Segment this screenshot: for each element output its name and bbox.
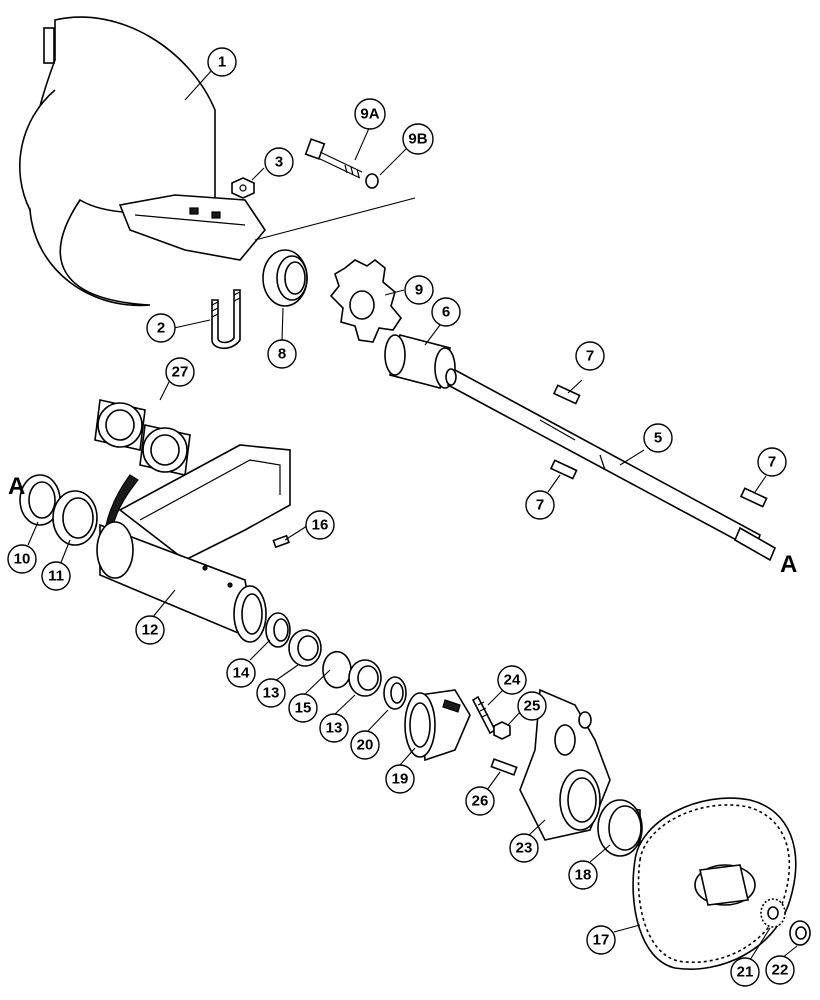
small-sprocket [760, 898, 786, 928]
roll-pin [490, 758, 518, 776]
svg-text:2: 2 [157, 320, 165, 337]
svg-text:16: 16 [312, 517, 329, 534]
callout-10: 10 [7, 544, 37, 574]
bearing-cup [52, 490, 98, 546]
key-lower [549, 459, 578, 480]
bearing-race-left [288, 629, 322, 667]
callout-7-top: 7 [575, 341, 605, 371]
svg-text:23: 23 [516, 840, 533, 857]
callout-22: 22 [765, 955, 795, 985]
seal [19, 474, 61, 526]
set-screw [471, 695, 497, 735]
shaft [445, 368, 777, 562]
callout-14: 14 [226, 658, 256, 688]
bearing-housing [404, 689, 471, 762]
reference-marker-left: A [8, 473, 25, 500]
callout-21: 21 [730, 957, 760, 987]
needle-bearings [94, 399, 191, 476]
svg-text:21: 21 [737, 964, 754, 981]
svg-text:11: 11 [48, 568, 64, 585]
svg-text:7: 7 [768, 454, 776, 471]
callout-25: 25 [517, 691, 547, 721]
callout-9: 9 [404, 275, 434, 305]
svg-text:27: 27 [172, 364, 189, 381]
svg-text:13: 13 [263, 685, 280, 702]
callout-27: 27 [165, 357, 195, 387]
svg-text:6: 6 [442, 304, 450, 321]
callout-2: 2 [146, 313, 176, 343]
drive-sprocket [632, 797, 797, 970]
svg-text:18: 18 [575, 867, 592, 884]
cone-bearing-right [383, 676, 407, 710]
callout-26: 26 [465, 786, 495, 816]
cone-bearing-left [265, 612, 291, 648]
hex-nut [231, 177, 255, 199]
bolt [304, 138, 363, 179]
callout-13-left: 13 [256, 678, 286, 708]
lock-nut [789, 920, 811, 946]
hub [519, 688, 611, 841]
svg-text:14: 14 [233, 665, 250, 682]
callout-19: 19 [385, 764, 415, 794]
callout-18: 18 [568, 860, 598, 890]
svg-text:8: 8 [278, 346, 286, 363]
svg-text:13: 13 [326, 720, 343, 737]
callout-16: 16 [305, 510, 335, 540]
key-upper [552, 384, 581, 405]
svg-text:24: 24 [504, 672, 521, 689]
callout-5: 5 [643, 423, 673, 453]
callout-12: 12 [135, 615, 165, 645]
grease-fitting [272, 534, 290, 549]
callout-15: 15 [288, 693, 318, 723]
reference-marker-right: A [780, 551, 797, 578]
callout-11: 11 [41, 561, 71, 591]
callout-7-right: 7 [757, 447, 787, 477]
svg-text:9B: 9B [408, 131, 427, 148]
bearing [262, 249, 308, 307]
svg-text:20: 20 [357, 737, 374, 754]
svg-text:3: 3 [275, 154, 283, 171]
svg-text:1: 1 [218, 54, 226, 71]
leader-lines [27, 69, 798, 961]
callout-1: 1 [207, 47, 237, 77]
jam-nut [493, 721, 511, 740]
svg-text:26: 26 [472, 793, 489, 810]
bearing-race-right [348, 659, 382, 697]
svg-text:9A: 9A [360, 106, 379, 123]
callout-9b: 9B [402, 123, 434, 155]
callout-8: 8 [267, 339, 297, 369]
svg-text:5: 5 [654, 430, 662, 447]
svg-text:17: 17 [593, 932, 610, 949]
callout-3: 3 [264, 147, 294, 177]
sprocket [329, 258, 402, 343]
svg-text:7: 7 [586, 348, 594, 365]
u-bolt [211, 289, 241, 350]
nut-hole [239, 184, 247, 192]
bushing [597, 799, 643, 857]
svg-text:10: 10 [14, 551, 31, 568]
svg-text:12: 12 [142, 622, 159, 639]
callout-17: 17 [586, 925, 616, 955]
svg-text:9: 9 [415, 282, 423, 299]
key-right [739, 487, 768, 508]
svg-text:25: 25 [524, 698, 541, 715]
washer [365, 173, 379, 189]
callout-9a: 9A [354, 98, 386, 130]
drive-arm [96, 444, 291, 643]
auger-flighting [19, 16, 266, 307]
callout-24: 24 [497, 665, 527, 695]
svg-text:7: 7 [536, 497, 544, 514]
spacer-tube [384, 334, 456, 389]
snap-ring [322, 650, 352, 689]
svg-text:19: 19 [392, 771, 409, 788]
callout-23: 23 [509, 833, 539, 863]
callout-7-bottom: 7 [525, 490, 555, 520]
svg-text:22: 22 [772, 962, 789, 979]
callout-20: 20 [350, 730, 380, 760]
svg-text:15: 15 [295, 700, 312, 717]
callout-6: 6 [431, 297, 461, 327]
callout-13-right: 13 [319, 713, 349, 743]
